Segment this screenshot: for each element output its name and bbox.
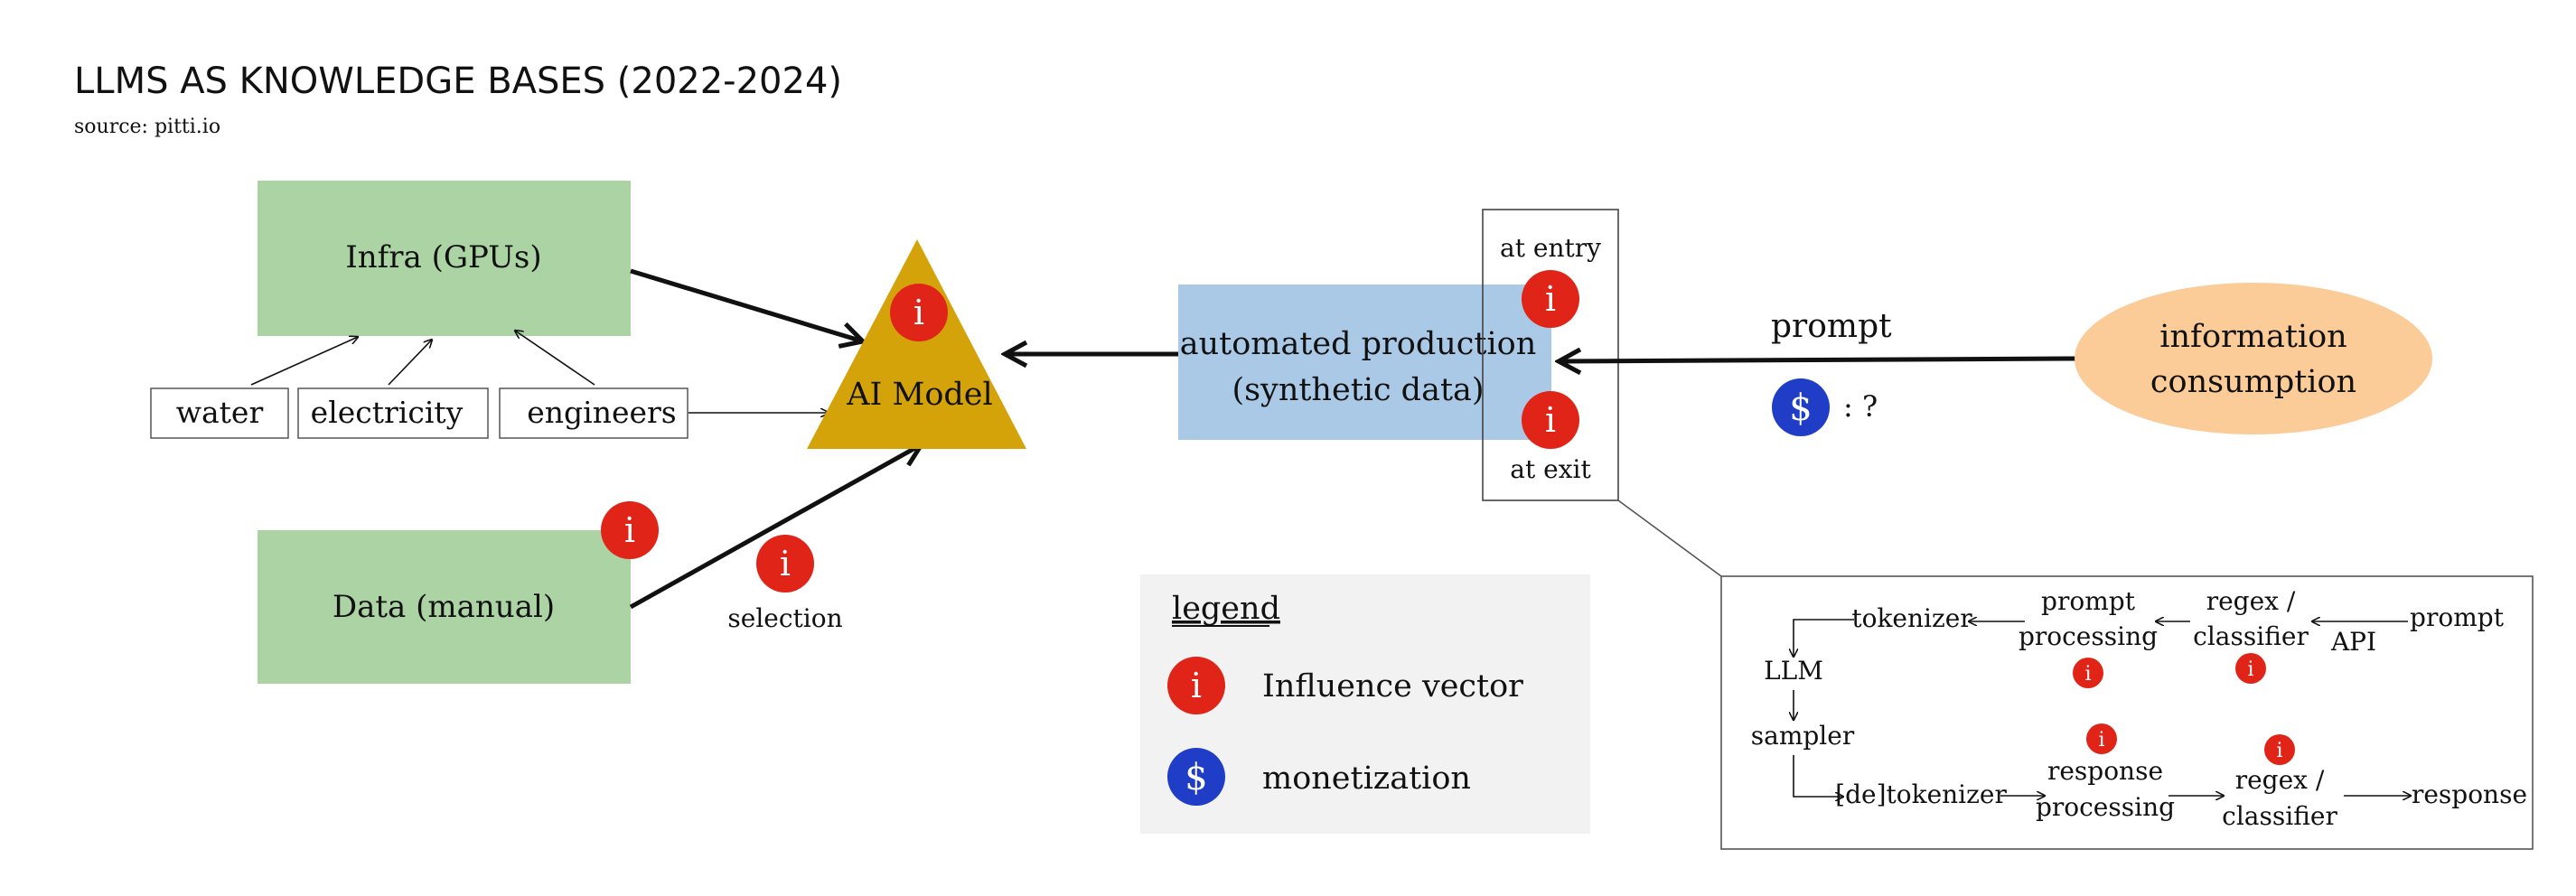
svg-text:i: i — [2084, 663, 2091, 686]
automated-production-line1: automated production — [1180, 326, 1537, 362]
water-to-infra-arrow — [250, 337, 358, 386]
svg-text:i: i — [1191, 666, 1202, 705]
selection-label: selection — [727, 603, 842, 633]
legend-money-label: monetization — [1262, 761, 1471, 797]
entry-influence-icon: i — [1522, 270, 1579, 328]
water-box — [150, 387, 289, 439]
svg-text:$: $ — [1789, 387, 1812, 429]
svg-text:i: i — [2276, 740, 2282, 762]
response-processing-line1: response — [2047, 756, 2163, 786]
regex-in-line2: classifier — [2193, 621, 2309, 651]
svg-text:i: i — [2098, 729, 2104, 751]
infra-to-model-arrow — [630, 268, 863, 341]
at-exit-label: at exit — [1510, 454, 1591, 484]
monetization-value: : ? — [1843, 389, 1878, 424]
svg-text:i: i — [780, 544, 791, 583]
engineers-label: engineers — [527, 395, 676, 430]
prompt-processing-line2: processing — [2019, 621, 2158, 651]
page-title: LLMS AS KNOWLEDGE BASES (2022-2024) — [74, 61, 842, 102]
water-label: water — [176, 395, 264, 430]
data-to-model-arrow — [629, 444, 922, 610]
legend-influence-label: Influence vector — [1262, 668, 1523, 705]
legend-title: legend — [1172, 591, 1280, 627]
llm-label: LLM — [1764, 656, 1823, 686]
detail-api-label: API — [2330, 627, 2376, 657]
consumption-line2: consumption — [2150, 364, 2356, 400]
electricity-to-infra-arrow — [388, 340, 432, 386]
ai-model-label: AI Model — [846, 377, 992, 413]
prompt-processing-influence-icon: i — [2073, 658, 2103, 688]
response-processing-influence-icon: i — [2086, 723, 2117, 754]
at-entry-label: at entry — [1500, 233, 1601, 263]
legend-money-icon: $ — [1167, 748, 1225, 806]
detokenizer-label: [de]tokenizer — [1835, 779, 2007, 809]
regex-in-line1: regex / — [2206, 586, 2296, 616]
legend-influence-icon: i — [1167, 657, 1225, 714]
infra-box — [258, 181, 631, 336]
electricity-box — [297, 387, 489, 439]
response-label: response — [2412, 779, 2527, 809]
response-processing-line2: processing — [2036, 792, 2175, 822]
automated-production-box — [1178, 285, 1551, 440]
data-influence-icon: i — [601, 501, 659, 559]
tokenizer-label: tokenizer — [1851, 603, 1972, 633]
data-label: Data (manual) — [333, 589, 555, 625]
detail-connector — [1617, 499, 1722, 577]
consumption-line1: information — [2159, 319, 2347, 355]
svg-text:$: $ — [1185, 757, 1207, 798]
detail-prompt-label: prompt — [2410, 602, 2505, 632]
regex-out-line2: classifier — [2222, 801, 2337, 831]
sampler-label: sampler — [1751, 721, 1855, 751]
prompt-label: prompt — [1771, 308, 1892, 345]
infra-label: Infra (GPUs) — [345, 239, 541, 275]
ai-model-influence-icon: i — [890, 284, 948, 341]
prompt-arrow — [1559, 359, 2076, 361]
automated-production-line2: (synthetic data) — [1232, 372, 1484, 408]
filter-frame — [1482, 209, 1619, 501]
information-consumption-ellipse — [2075, 283, 2432, 434]
selection-influence-icon: i — [756, 535, 814, 593]
svg-text:i: i — [1545, 279, 1556, 319]
svg-text:i: i — [913, 293, 924, 332]
monetization-dollar-icon: $ — [1772, 378, 1830, 436]
svg-text:i: i — [2247, 658, 2253, 681]
regex-out-line1: regex / — [2235, 765, 2325, 795]
engineers-to-infra-arrow — [515, 331, 595, 386]
svg-text:i: i — [1545, 400, 1556, 440]
prompt-processing-line1: prompt — [2041, 586, 2136, 616]
regex-out-influence-icon: i — [2264, 734, 2295, 765]
engineers-box — [499, 387, 688, 439]
svg-text:i: i — [624, 510, 635, 550]
regex-in-influence-icon: i — [2235, 653, 2266, 684]
sampler-to-detokenizer-arrow — [1793, 755, 1843, 797]
tokenizer-to-llm-arrow — [1794, 619, 1854, 657]
exit-influence-icon: i — [1522, 391, 1579, 449]
data-box — [258, 530, 631, 684]
electricity-label: electricity — [311, 395, 464, 430]
source-label: source: pitti.io — [74, 116, 220, 138]
ai-model-triangle — [807, 239, 1026, 449]
